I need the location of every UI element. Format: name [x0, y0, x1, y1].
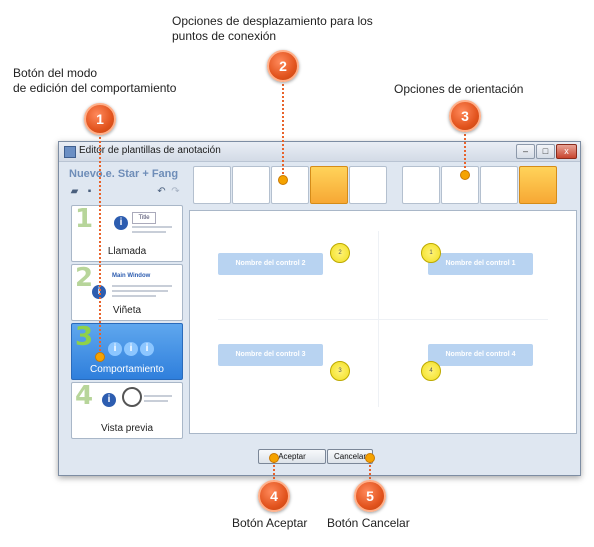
step-number: 3: [75, 323, 94, 352]
callout-badge-5: 5: [354, 480, 386, 512]
offset-option-2[interactable]: [232, 166, 270, 204]
leader-dot-2: [278, 175, 288, 185]
control-callout-4[interactable]: Nombre del control 4: [428, 344, 533, 366]
callout-4-text: Botón Aceptar: [232, 516, 308, 530]
magnifier-icon: [122, 387, 142, 407]
control-callout-2[interactable]: Nombre del control 2: [218, 253, 323, 275]
step-label: Viñeta: [112, 305, 142, 316]
title-bar[interactable]: Editor de plantillas de anotación – □ x: [59, 142, 580, 162]
control-callout-1[interactable]: Nombre del control 1: [428, 253, 533, 275]
leader-dot-1: [95, 352, 105, 362]
callout-badge-1: 1: [84, 103, 116, 135]
leader-line-5: [369, 458, 371, 482]
connection-handle-1[interactable]: 1: [421, 243, 441, 263]
open-folder-icon[interactable]: ▰: [70, 186, 79, 197]
behavior-canvas: Nombre del control 2 2 Nombre del contro…: [189, 210, 577, 434]
leader-dot-5: [365, 453, 375, 463]
step-label: Llamada: [107, 246, 147, 257]
leader-dot-4: [269, 453, 279, 463]
maximize-button[interactable]: □: [536, 144, 555, 159]
template-editor-window: Editor de plantillas de anotación – □ x …: [58, 141, 581, 476]
connection-handle-2[interactable]: 2: [330, 243, 350, 263]
orientation-option-4[interactable]: [519, 166, 557, 204]
offset-option-3[interactable]: [271, 166, 309, 204]
preview-line: [132, 231, 166, 233]
preview-title: Main Window: [112, 273, 151, 279]
step-preview[interactable]: 4 i Vista previa: [71, 382, 183, 439]
steps-sidebar: Nuevo.e. Star + Fang ▰ ▪ ↶ ↷ 1 i Title L…: [65, 165, 185, 468]
window-title: Editor de plantillas de anotación: [79, 145, 221, 156]
callout-badge-4: 4: [258, 480, 290, 512]
preview-line: [144, 400, 168, 402]
leader-line-1: [99, 133, 101, 355]
app-icon: [64, 146, 76, 158]
close-button[interactable]: x: [556, 144, 577, 159]
preview-line: [112, 290, 168, 292]
leader-dot-3: [460, 170, 470, 180]
step-label: Comportamiento: [90, 364, 164, 375]
connection-handle-4[interactable]: 4: [421, 361, 441, 381]
redo-icon[interactable]: ↷: [171, 186, 180, 197]
leader-line-4: [273, 458, 275, 482]
quadrant-divider-v: [378, 231, 379, 407]
step-number: 2: [75, 264, 94, 293]
info-icon: i: [108, 342, 122, 356]
callout-badge-2: 2: [267, 50, 299, 82]
orientation-options: [402, 166, 562, 206]
step-bullet[interactable]: 2 i Main Window Viñeta: [71, 264, 183, 321]
info-icon: i: [124, 342, 138, 356]
step-number: 1: [75, 205, 94, 234]
step-callout[interactable]: 1 i Title Llamada: [71, 205, 183, 262]
leader-line-3: [464, 130, 466, 172]
step-label: Vista previa: [100, 423, 154, 434]
connection-handle-3[interactable]: 3: [330, 361, 350, 381]
callout-5-text: Botón Cancelar: [327, 516, 410, 530]
preview-title-box: Title: [132, 212, 156, 224]
info-icon: i: [114, 216, 128, 230]
control-callout-3[interactable]: Nombre del control 3: [218, 344, 323, 366]
template-name: Nuevo.e. Star + Fang: [69, 168, 179, 180]
orientation-option-1[interactable]: [402, 166, 440, 204]
save-icon[interactable]: ▪: [87, 186, 92, 197]
preview-line: [112, 285, 172, 287]
quadrant-divider-h: [218, 319, 548, 320]
callout-3-text: Opciones de orientación: [394, 82, 524, 96]
preview-line: [112, 295, 156, 297]
offset-option-5[interactable]: [349, 166, 387, 204]
orientation-option-3[interactable]: [480, 166, 518, 204]
step-number: 4: [75, 382, 94, 411]
callout-badge-3: 3: [449, 100, 481, 132]
leader-line-2: [282, 80, 284, 178]
undo-icon[interactable]: ↶: [157, 186, 166, 197]
step-behavior[interactable]: 3 i i i Comportamiento: [71, 323, 183, 380]
cancel-button[interactable]: Cancelar: [327, 449, 373, 464]
info-icon: i: [102, 393, 116, 407]
info-icon: i: [140, 342, 154, 356]
offset-option-4[interactable]: [310, 166, 348, 204]
preview-line: [132, 226, 172, 228]
minimize-button[interactable]: –: [516, 144, 535, 159]
offset-options: [193, 166, 393, 206]
preview-line: [144, 395, 172, 397]
offset-option-1[interactable]: [193, 166, 231, 204]
